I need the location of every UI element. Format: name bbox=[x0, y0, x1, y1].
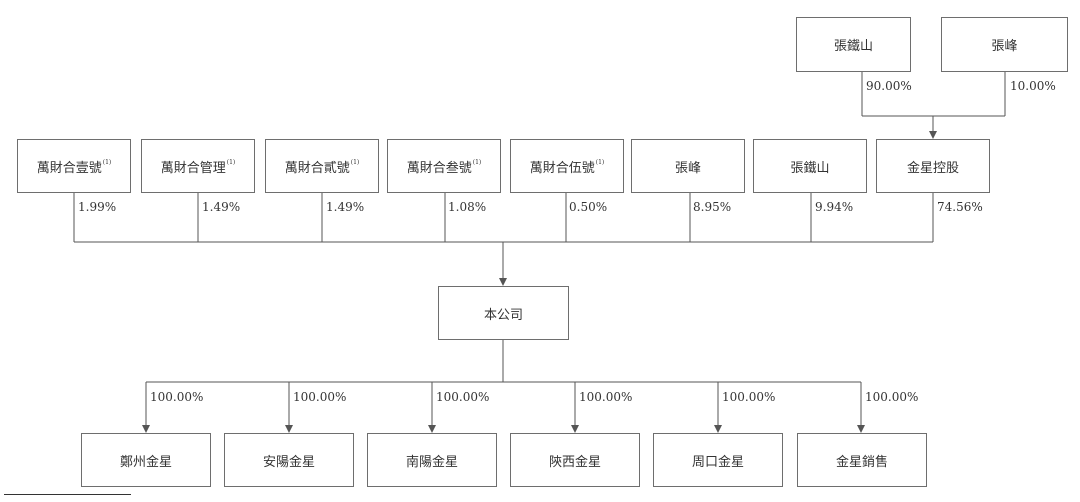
shareholder-box: 萬財合叁號(1) bbox=[387, 139, 501, 193]
shareholder-pct: 74.56% bbox=[937, 200, 983, 214]
shareholder-box: 萬財合伍號(1) bbox=[510, 139, 624, 193]
subsidiary-pct: 100.00% bbox=[293, 390, 347, 404]
shareholder-name: 張鐵山 bbox=[790, 160, 830, 176]
footnote-marker: (1) bbox=[350, 158, 360, 166]
holding-company-box: 金星控股 bbox=[876, 139, 990, 193]
shareholder-box: 萬財合管理(1) bbox=[141, 139, 255, 193]
footnote-marker: (1) bbox=[226, 158, 236, 166]
subsidiary-box: 鄭州金星 bbox=[81, 433, 211, 487]
subsidiary-box: 周口金星 bbox=[653, 433, 783, 487]
shareholder-pct: 8.95% bbox=[693, 200, 732, 214]
shareholder-name: 萬財合管理 bbox=[160, 160, 226, 176]
subsidiary-pct: 100.00% bbox=[865, 390, 919, 404]
shareholder-name: 萬財合貳號 bbox=[284, 160, 350, 176]
shareholder-name: 萬財合壹號 bbox=[36, 160, 102, 176]
shareholder-box: 萬財合貳號(1) bbox=[265, 139, 379, 193]
top-shareholder-pct: 90.00% bbox=[866, 79, 912, 93]
subsidiary-pct: 100.00% bbox=[436, 390, 490, 404]
subsidiary-pct: 100.00% bbox=[722, 390, 776, 404]
subsidiary-name: 南陽金星 bbox=[405, 454, 458, 470]
shareholder-pct: 1.49% bbox=[326, 200, 365, 214]
footnote-marker: (1) bbox=[472, 158, 482, 166]
footnote-rule bbox=[4, 494, 131, 495]
subsidiary-box: 陝西金星 bbox=[510, 433, 640, 487]
subsidiary-box: 安陽金星 bbox=[224, 433, 354, 487]
top-shareholder-name: 張峰 bbox=[991, 39, 1018, 54]
subsidiary-name: 金星銷售 bbox=[835, 454, 888, 470]
top-shareholder-name: 張鐵山 bbox=[833, 39, 873, 54]
subsidiary-name: 鄭州金星 bbox=[119, 454, 172, 470]
top-shareholder-box: 張鐵山 bbox=[796, 17, 911, 72]
shareholder-box: 萬財合壹號(1) bbox=[17, 139, 131, 193]
shareholder-name: 萬財合伍號 bbox=[529, 160, 595, 176]
subsidiary-box: 南陽金星 bbox=[367, 433, 497, 487]
shareholder-pct: 1.49% bbox=[202, 200, 241, 214]
shareholder-pct: 1.08% bbox=[448, 200, 487, 214]
top-shareholder-box: 張峰 bbox=[941, 17, 1068, 72]
subsidiary-box: 金星銷售 bbox=[797, 433, 927, 487]
footnote-marker: (1) bbox=[595, 158, 605, 166]
subsidiary-pct: 100.00% bbox=[579, 390, 633, 404]
company-name: 本公司 bbox=[483, 307, 523, 323]
shareholder-box: 張鐵山 bbox=[753, 139, 867, 193]
shareholder-box: 張峰 bbox=[631, 139, 745, 193]
subsidiary-name: 安陽金星 bbox=[262, 454, 315, 470]
footnote-marker: (1) bbox=[102, 158, 112, 166]
subsidiary-pct: 100.00% bbox=[150, 390, 204, 404]
subsidiary-name: 周口金星 bbox=[691, 454, 744, 470]
shareholder-pct: 9.94% bbox=[815, 200, 854, 214]
company-box: 本公司 bbox=[438, 286, 569, 340]
shareholder-name: 金星控股 bbox=[906, 160, 959, 176]
shareholder-name: 萬財合叁號 bbox=[406, 160, 472, 176]
shareholder-pct: 1.99% bbox=[78, 200, 117, 214]
shareholder-name: 張峰 bbox=[674, 160, 701, 176]
shareholder-pct: 0.50% bbox=[569, 200, 608, 214]
subsidiary-name: 陝西金星 bbox=[548, 454, 601, 470]
top-shareholder-pct: 10.00% bbox=[1010, 79, 1056, 93]
